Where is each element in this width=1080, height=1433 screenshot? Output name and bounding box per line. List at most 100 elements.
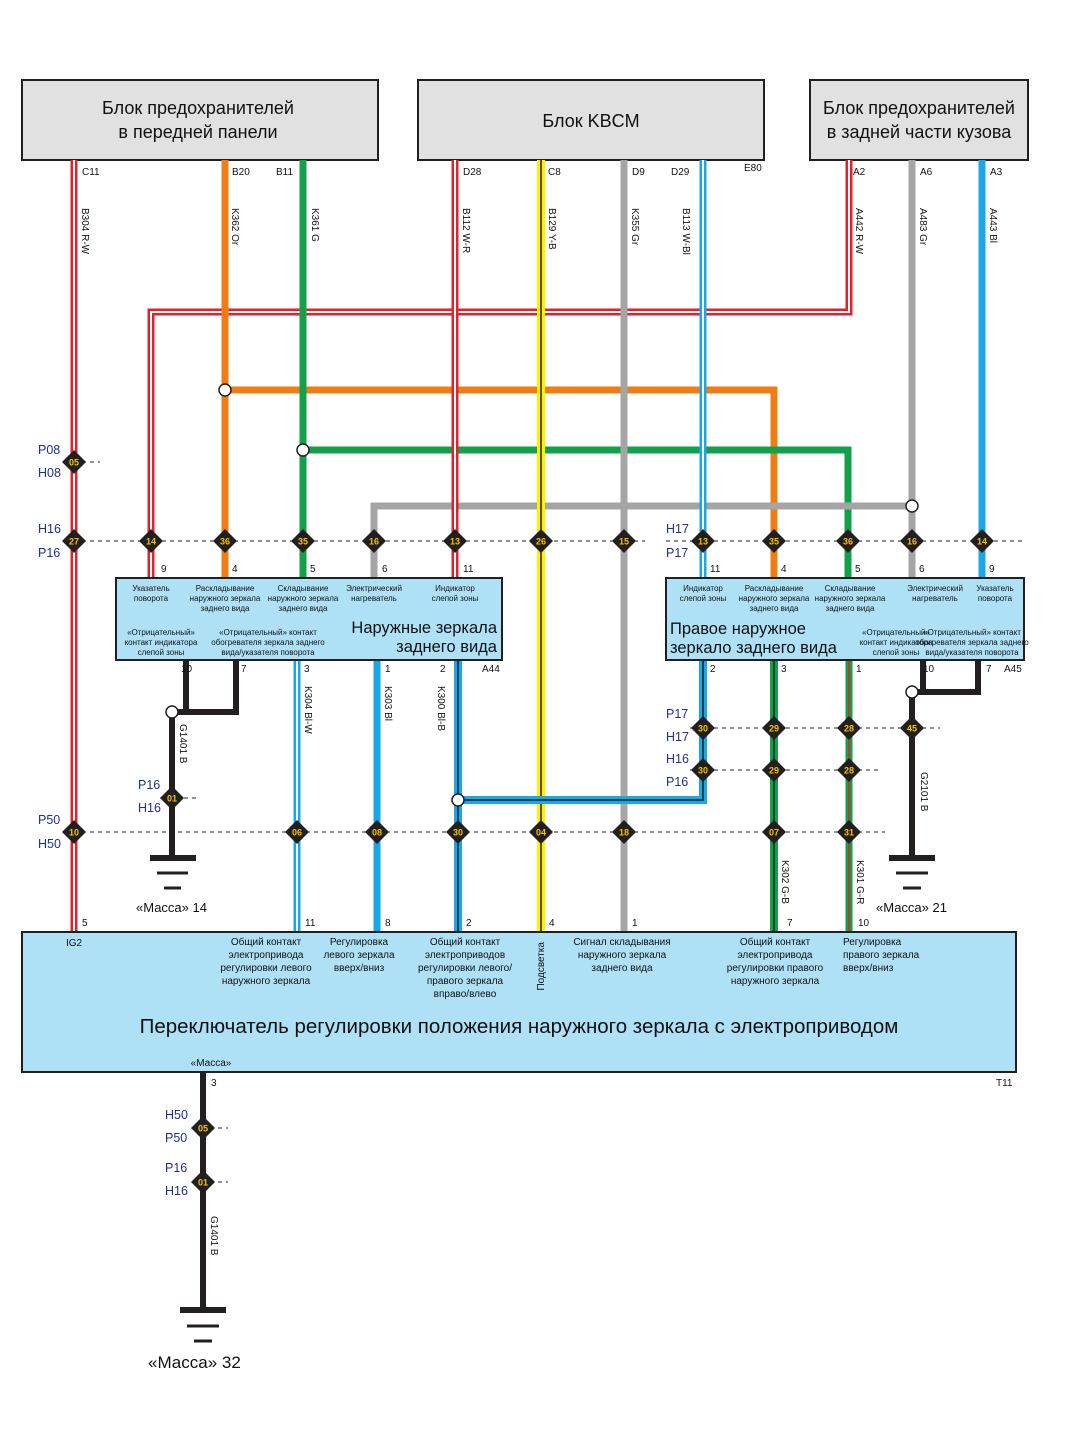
rm-title-1: Правое наружное	[670, 620, 806, 638]
kbcm-block: Блок KBCM	[417, 79, 765, 161]
connector-28: 28	[837, 716, 861, 740]
ground-symbol-bottom	[180, 1307, 226, 1343]
wire-label-a483: A483 Gr	[917, 208, 928, 246]
lm-fn-unfold-3: заднего вида	[201, 604, 250, 613]
sw-pin-8: 8	[385, 918, 391, 929]
sw-fn-right-updown-2: правого зеркала	[843, 950, 920, 961]
svg-text:36: 36	[220, 537, 230, 547]
sw-code: T11	[996, 1078, 1013, 1089]
lm-pin-11: 11	[463, 564, 474, 575]
front-fuse-title-2: в передней панели	[118, 122, 277, 142]
lm-pin-4: 4	[232, 564, 238, 575]
rear-fuse-title-1: Блок предохранителей	[823, 98, 1015, 118]
svg-text:27: 27	[69, 537, 79, 547]
wire-label-g1401-bottom: G1401 B	[208, 1216, 219, 1256]
label-p16-b: P16	[666, 775, 688, 789]
rm-fn-turn-2: поворота	[978, 594, 1013, 603]
lm-fn-blind-1: Индикатор	[435, 584, 475, 593]
svg-text:31: 31	[844, 828, 854, 838]
lm-pin-5: 5	[310, 564, 316, 575]
rm-fn-blind-1: Индикатор	[683, 584, 723, 593]
pin-a2: A2	[853, 167, 866, 178]
wire-label-a442: A442 R-W	[853, 208, 864, 255]
wire-label-b112: B112 W-R	[460, 208, 471, 253]
pin-d9: D9	[632, 167, 645, 178]
label-p16-left: P16	[138, 778, 160, 792]
lm-code: A44	[482, 664, 500, 675]
ground-symbol-right	[889, 855, 935, 890]
connector-31: 31	[837, 820, 861, 844]
connector-16: 16	[900, 529, 924, 553]
svg-text:28: 28	[844, 766, 854, 776]
connector-18: 18	[612, 820, 636, 844]
label-p17: P17	[666, 546, 688, 560]
pin-d29: D29	[671, 167, 690, 178]
rm-minus-ind-1: «Отрицательный»	[862, 628, 930, 637]
sw-fn-lr-common-1: Общий контакт	[430, 936, 501, 948]
svg-text:28: 28	[844, 724, 854, 734]
splice-dot	[165, 705, 179, 719]
wire-right-heater-ground	[912, 660, 981, 695]
lm-minus-ind-1: «Отрицательный»	[127, 628, 195, 637]
lm-fn-turn-1: Указатель	[132, 584, 169, 593]
rm-pin-3: 3	[781, 664, 787, 675]
svg-text:35: 35	[769, 537, 779, 547]
pin-a6: A6	[920, 167, 933, 178]
connector-26: 26	[529, 529, 553, 553]
connector-36: 36	[213, 529, 237, 553]
lm-minus-ind-2: контакт индикатора	[125, 638, 198, 647]
connector-01-bottom: 01	[191, 1170, 215, 1194]
splice-dot	[451, 793, 465, 807]
lm-fn-heater-1: Электрический	[346, 584, 402, 593]
label-p50: P50	[38, 813, 60, 827]
pin-e80: E80	[744, 163, 762, 174]
connector-35: 35	[762, 529, 786, 553]
wire-k362	[221, 160, 778, 578]
connector-08: 08	[365, 820, 389, 844]
ground-label-14: «Масса» 14	[136, 900, 207, 915]
label-p08: P08	[38, 443, 60, 457]
svg-text:04: 04	[536, 828, 546, 838]
lm-fn-fold-2: наружного зеркала	[268, 594, 339, 603]
rm-fn-unfold-1: Раскладывание	[745, 584, 804, 593]
svg-text:14: 14	[977, 537, 987, 547]
svg-text:29: 29	[769, 724, 779, 734]
sw-pin-10: 10	[858, 918, 870, 929]
wire-label-k303: K303 Bl	[382, 686, 393, 721]
svg-text:15: 15	[619, 537, 629, 547]
sw-fn-right-common-3: регулировки правого	[727, 963, 824, 974]
label-h16-left: H16	[138, 801, 161, 815]
lm-pin-10: 10	[181, 664, 193, 675]
switch-title: Переключатель регулировки положения нару…	[140, 1015, 899, 1038]
rm-pin-11: 11	[710, 564, 721, 575]
sw-fn-left-common-3: регулировки левого	[220, 963, 312, 974]
connector-16: 16	[362, 529, 386, 553]
wire-label-k300: K300 Bl-B	[435, 686, 446, 731]
sw-fn-left-common-4: наружного зеркала	[222, 976, 311, 987]
svg-text:35: 35	[298, 537, 308, 547]
lm-fn-turn-2: поворота	[134, 594, 169, 603]
rm-pin-5: 5	[855, 564, 861, 575]
svg-text:18: 18	[619, 828, 629, 838]
svg-text:10: 10	[69, 828, 79, 838]
connectors-row-h17: 13 35 36 16 14	[691, 529, 994, 553]
rm-fn-fold-1: Складывание	[825, 584, 876, 593]
ground-symbol-left	[150, 855, 196, 890]
mirror-switch-component: 5 11 8 2 4 1 7 10 IG2 Общий контакт элек…	[21, 918, 1017, 1089]
rm-pin-2: 2	[710, 664, 716, 675]
front-fuse-block: Блок предохранителей в передней панели	[21, 79, 379, 161]
splice-dot	[218, 383, 232, 397]
wire-label-k301: K301 G-R	[854, 860, 865, 904]
connector-14: 14	[139, 529, 163, 553]
svg-text:16: 16	[369, 537, 379, 547]
connector-27: 27	[62, 529, 86, 553]
ground-label-21: «Масса» 21	[876, 900, 947, 915]
svg-text:01: 01	[167, 794, 177, 804]
rm-pin-1: 1	[856, 664, 862, 675]
wire-k300-link	[458, 660, 707, 804]
lm-title-2: заднего вида	[396, 638, 498, 656]
sw-fn-lr-common-2: электроприводов	[425, 950, 505, 961]
label-h17: H17	[666, 522, 689, 536]
wire-label-k355: K355 Gr	[629, 208, 640, 246]
